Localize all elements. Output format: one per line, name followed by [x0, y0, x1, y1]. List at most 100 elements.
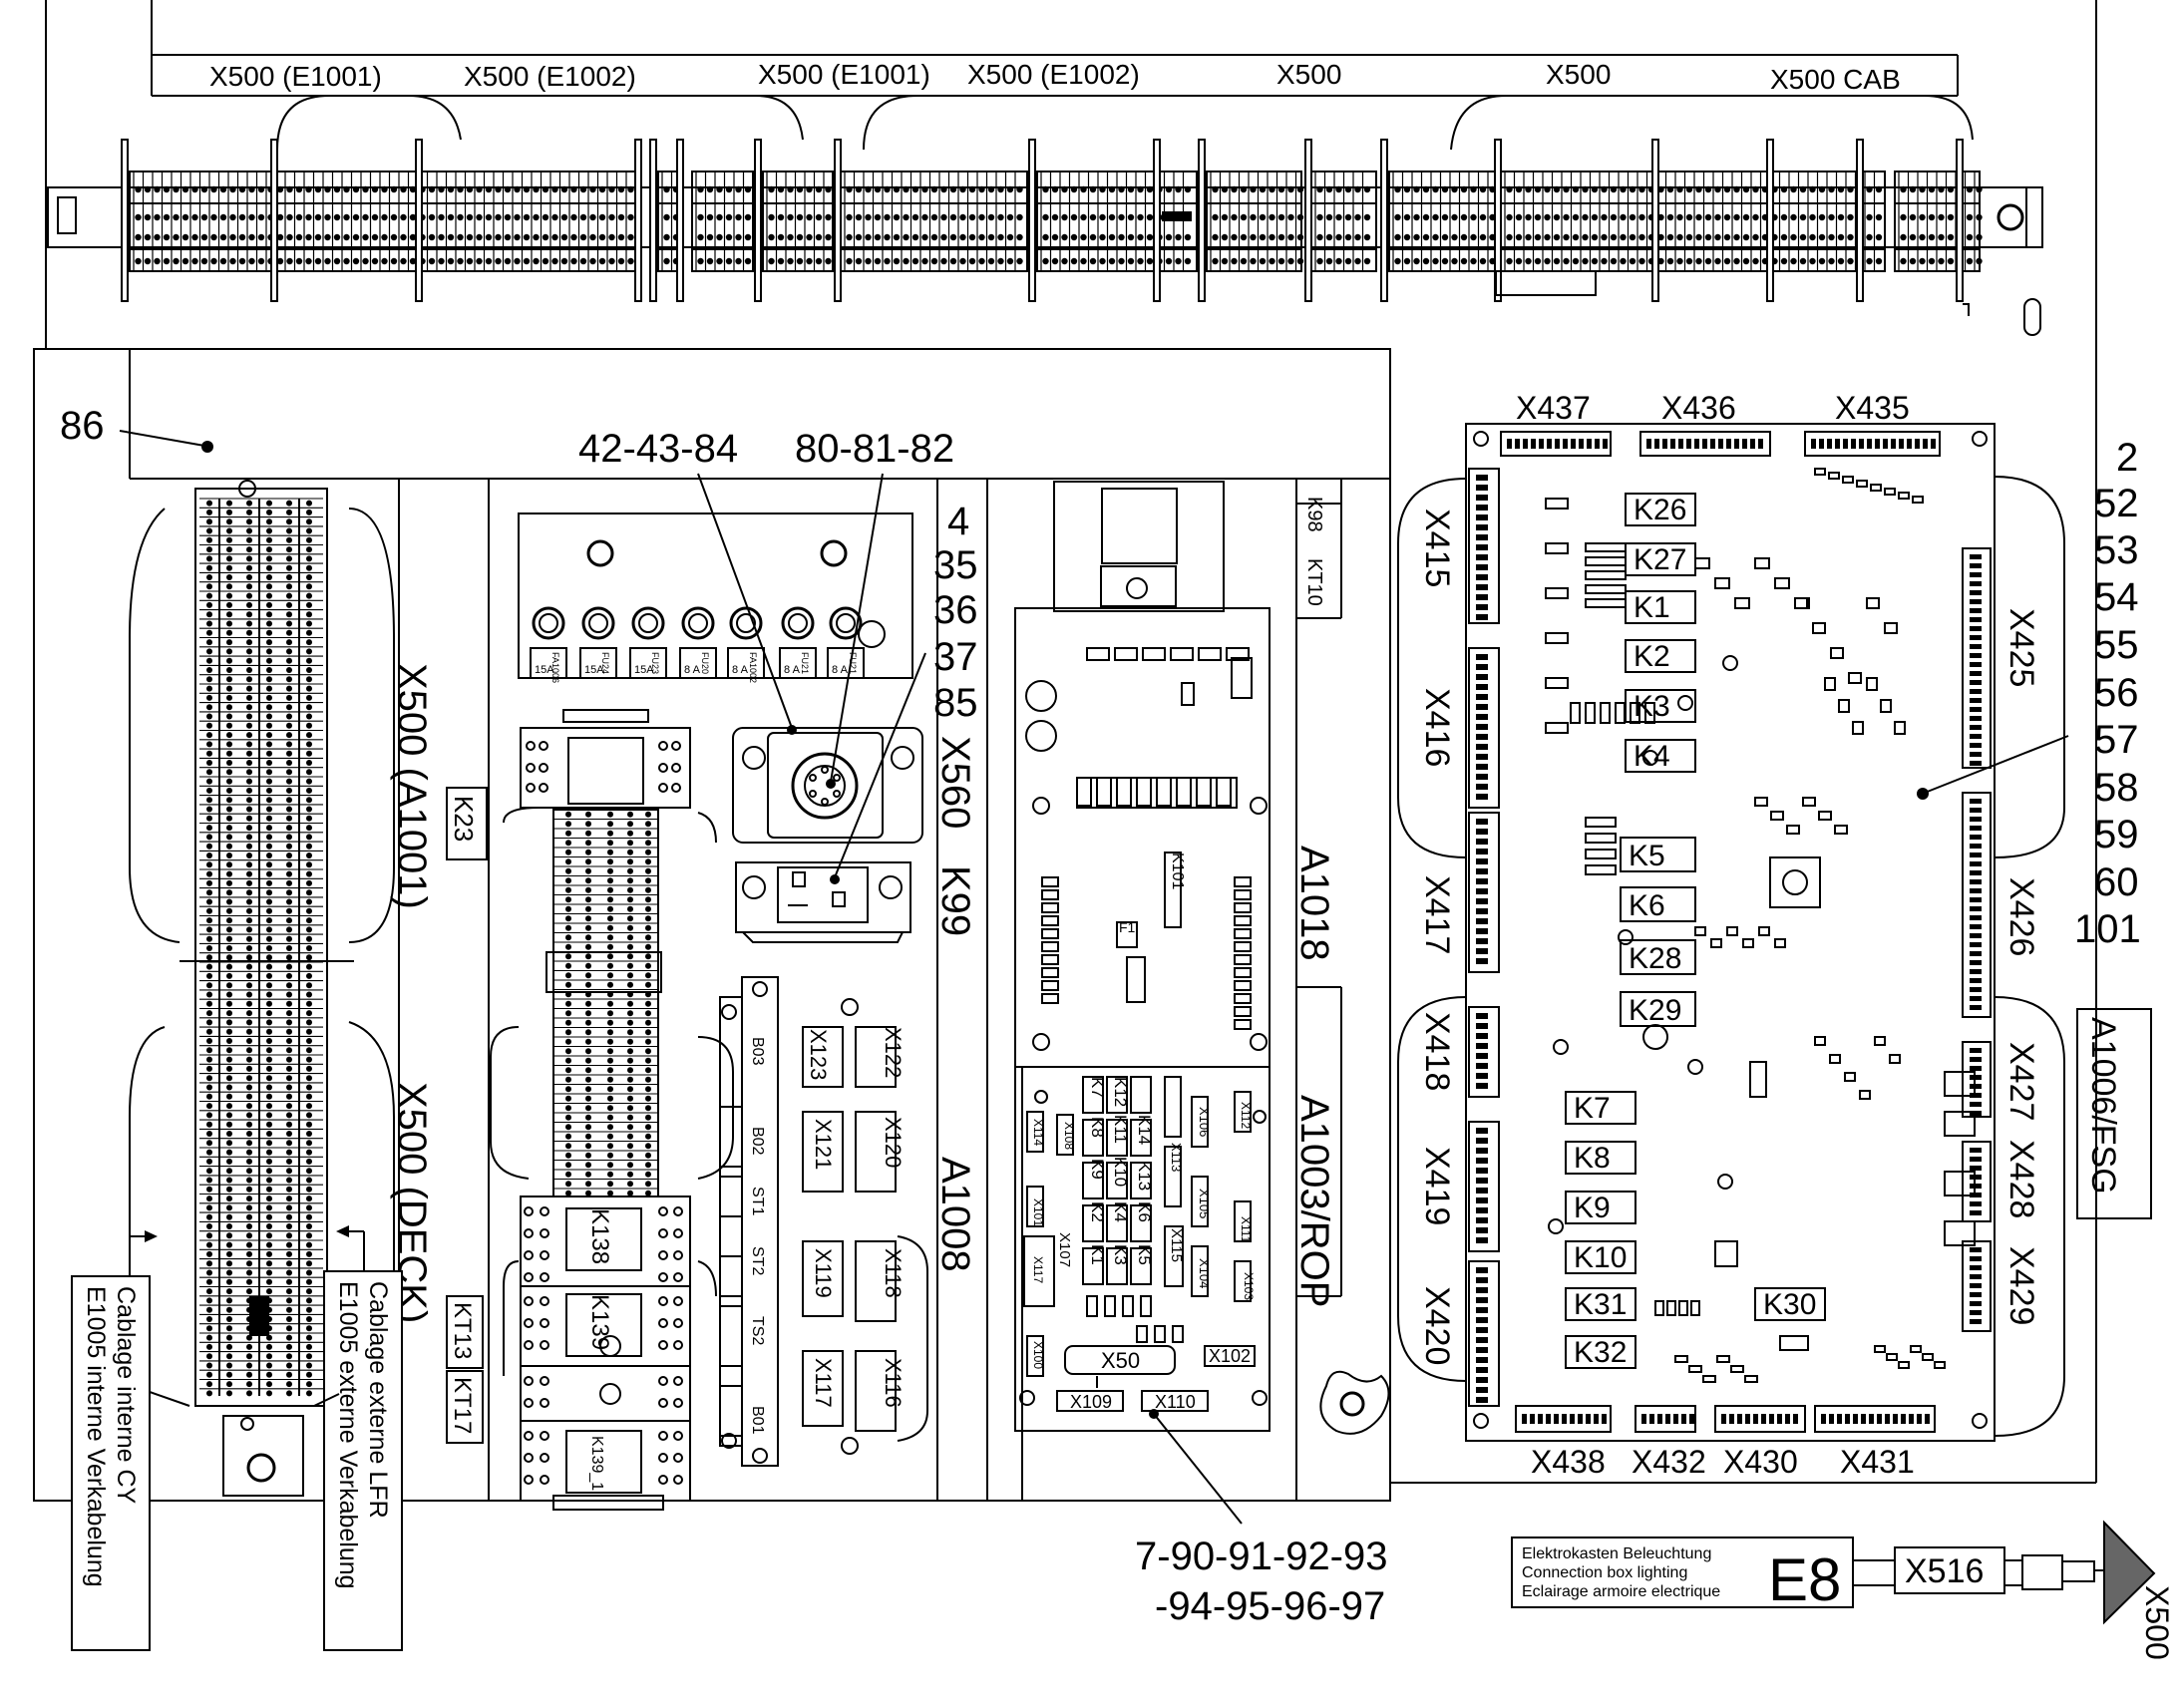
- terminal-screw: [1451, 257, 1458, 265]
- terminal-screw: [226, 564, 232, 571]
- terminal-screw: [306, 611, 312, 618]
- terminal-screw: [286, 1186, 292, 1193]
- terminal-screw: [466, 233, 474, 241]
- terminal-screw: [565, 905, 571, 912]
- terminal-screw: [1479, 213, 1487, 221]
- terminal-screw: [206, 806, 212, 813]
- terminal-block-cap: [545, 951, 662, 993]
- terminal-screw: [1947, 233, 1955, 241]
- mid-number-1: 4: [947, 500, 969, 543]
- terminal-screw: [1685, 185, 1693, 193]
- terminal-screw: [1591, 257, 1599, 265]
- terminal-screw: [1146, 185, 1154, 193]
- terminal-group: [691, 171, 754, 272]
- end-plate: [121, 139, 129, 302]
- terminal-screw: [226, 546, 232, 553]
- terminal-screw: [173, 185, 180, 193]
- terminal-screw: [306, 1371, 312, 1378]
- terminal-screw: [246, 935, 252, 942]
- terminal-screw: [1666, 185, 1674, 193]
- terminal-screw: [1809, 257, 1816, 265]
- terminal-screw: [959, 185, 966, 193]
- side-pin: [1970, 680, 1982, 685]
- terminal-screw: [1828, 185, 1835, 193]
- header-pin: [1861, 1414, 1866, 1424]
- terminal-screw: [286, 778, 292, 785]
- terminal-screw: [191, 233, 198, 241]
- relay-contacts: [524, 1206, 683, 1485]
- terminal-screw: [940, 185, 947, 193]
- terminal-screw: [206, 945, 212, 951]
- header-connector: [1515, 1405, 1612, 1433]
- smd: [1884, 622, 1898, 634]
- terminal-screw: [1866, 185, 1873, 193]
- terminal-screw: [276, 257, 284, 265]
- terminal-screw: [257, 213, 265, 221]
- terminal-screw: [286, 853, 292, 858]
- terminal-screw: [266, 657, 272, 664]
- terminal-screw: [1354, 257, 1361, 265]
- relay: [1164, 1146, 1182, 1207]
- terminal-screw: [226, 1269, 232, 1276]
- a1008-x118: X118: [881, 1248, 906, 1298]
- smd: [1898, 1361, 1910, 1369]
- smd: [1898, 492, 1910, 500]
- terminal-screw: [438, 185, 445, 193]
- terminal-screw: [226, 685, 232, 692]
- terminal-screw: [893, 213, 901, 221]
- terminal-screw: [246, 815, 252, 822]
- terminal-screw: [306, 648, 312, 655]
- header-pin: [1662, 439, 1667, 449]
- terminal-screw: [246, 1093, 252, 1100]
- terminal-screw: [607, 811, 613, 818]
- side-pin: [1970, 1057, 1982, 1062]
- terminal-screw: [1685, 257, 1693, 265]
- a1003-x114: X114: [1031, 1119, 1045, 1146]
- terminal-screw: [585, 830, 591, 837]
- terminal-screw: [226, 1065, 232, 1072]
- terminal-screw: [504, 213, 512, 221]
- terminal-screw: [286, 1103, 292, 1110]
- terminal-screw: [324, 233, 331, 241]
- contact-screw: [673, 1296, 683, 1306]
- terminal-screw: [1240, 185, 1248, 193]
- header-pin: [1554, 1414, 1559, 1424]
- terminal-screw: [266, 685, 272, 692]
- terminal-screw: [246, 1028, 252, 1035]
- terminal-screw: [585, 1190, 591, 1196]
- terminal-screw: [286, 1168, 292, 1175]
- side-pin: [1970, 951, 1982, 956]
- terminal-screw: [206, 991, 212, 998]
- end-plate: [1494, 139, 1502, 302]
- capacitor-round: [1642, 1024, 1668, 1050]
- right-number-7: 57: [2094, 718, 2139, 762]
- terminal-screw: [1231, 185, 1238, 193]
- terminal-screw: [266, 1019, 272, 1026]
- terminal-screw: [226, 601, 232, 608]
- terminal-screw: [585, 962, 591, 969]
- terminal-screw: [286, 713, 292, 720]
- terminal-screw: [226, 713, 232, 720]
- terminal-screw: [1363, 233, 1371, 241]
- terminal-screw: [226, 750, 232, 757]
- side-connector: [1468, 468, 1500, 624]
- terminal-screw: [1354, 213, 1361, 221]
- terminal-screw: [306, 1084, 312, 1091]
- side-pin: [1476, 495, 1488, 501]
- terminal-screw: [226, 1390, 232, 1397]
- resistor: [1585, 849, 1617, 859]
- terminal-screw: [476, 257, 483, 265]
- terminal-screw: [266, 879, 272, 886]
- terminal-screw: [1099, 257, 1106, 265]
- end-plate: [270, 139, 278, 302]
- terminal-screw: [1061, 257, 1068, 265]
- contact-screw: [658, 1206, 668, 1216]
- terminal-screw: [725, 233, 733, 241]
- resistor: [1585, 542, 1627, 552]
- terminal-screw: [725, 257, 733, 265]
- chip: [1170, 647, 1194, 661]
- side-pin: [1970, 1274, 1982, 1279]
- terminal-screw: [295, 185, 303, 193]
- terminal-screw: [1006, 257, 1014, 265]
- terminal-screw: [381, 257, 388, 265]
